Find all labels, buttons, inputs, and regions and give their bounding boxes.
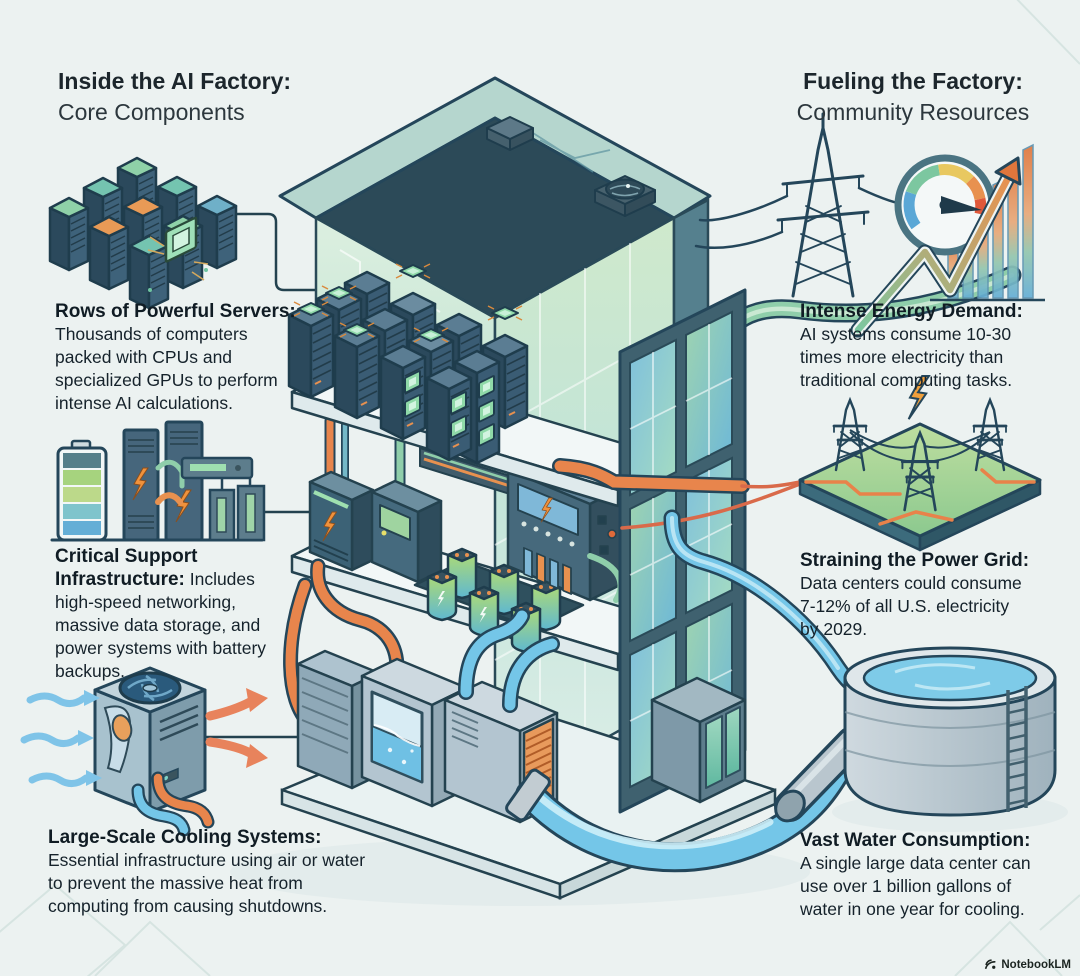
server-racks-icon [48, 156, 238, 310]
left-title-regular: Core Components [58, 99, 245, 125]
entry-booth [650, 676, 747, 804]
tank-ladder [1006, 686, 1028, 812]
blurb-water-body: A single large data center can use over … [800, 853, 1031, 919]
left-title-bold: Inside the AI Factory: [58, 68, 292, 94]
roof-vent [486, 116, 534, 151]
blurb-support: Critical Support Infrastructure: Include… [55, 545, 325, 683]
blurb-energy-heading: Intense Energy Demand: [800, 301, 1023, 322]
rising-arrow [850, 156, 1022, 338]
right-title-regular: Community Resources [796, 99, 1030, 125]
notebooklm-brand: NotebookLM [984, 958, 1071, 971]
fan [118, 671, 182, 705]
power-grid-icon [798, 374, 1042, 552]
blurb-cooling-heading: Large-Scale Cooling Systems: [48, 827, 322, 848]
network-units [180, 456, 266, 542]
ups-towers [122, 420, 204, 542]
cold-air-arrows [20, 692, 90, 787]
energy-demand-icon [694, 112, 1045, 338]
power-feed-pipe [552, 458, 802, 530]
blurb-cooling-body: Essential infrastructure using air or wa… [48, 850, 366, 916]
blurb-servers-heading: Rows of Powerful Servers: [55, 301, 296, 322]
right-title-bold: Fueling the Factory: [803, 68, 1023, 94]
left-title: Inside the AI Factory: Core Components [58, 66, 291, 128]
blurb-servers: Rows of Powerful Servers: Thousands of c… [55, 300, 325, 415]
blurb-support-body: Includes high-speed networking, massive … [55, 569, 267, 681]
blurb-water: Vast Water Consumption: A single large d… [800, 829, 1060, 921]
notebooklm-brand-label: NotebookLM [1001, 958, 1071, 971]
blurb-servers-body: Thousands of computers packed with CPUs … [55, 324, 278, 413]
water-tank-icon [774, 646, 1057, 823]
tank-water [862, 654, 1038, 702]
blurb-grid-body: Data centers could consume 7-12% of all … [800, 573, 1022, 639]
blurb-support-heading: Critical Support Infrastructure: [55, 546, 198, 590]
gauge [894, 154, 996, 256]
blurb-cooling: Large-Scale Cooling Systems: Essential i… [48, 826, 408, 918]
coolant-tank-unit [360, 657, 469, 808]
blurb-water-heading: Vast Water Consumption: [800, 830, 1031, 851]
blurb-energy-body: AI systems consume 10-30 times more elec… [800, 324, 1013, 390]
transmission-tower [776, 112, 870, 298]
battery-backup-tray [413, 547, 585, 654]
hot-air-arrows [205, 688, 268, 768]
right-title: Fueling the Factory: Community Resources [788, 66, 1038, 128]
power-battery-icon [50, 420, 266, 542]
blurb-grid: Straining the Power Grid: Data centers c… [800, 549, 1060, 641]
roof-fan [594, 175, 656, 217]
notebooklm-logo-icon [985, 959, 996, 970]
gauge-needle [941, 196, 982, 214]
blurb-grid-heading: Straining the Power Grid: [800, 550, 1030, 571]
server-floor [287, 263, 680, 508]
cooling-unit-icon [20, 666, 268, 837]
storage-cabinet [370, 479, 443, 584]
blurb-energy: Intense Energy Demand: AI systems consum… [800, 300, 1060, 392]
